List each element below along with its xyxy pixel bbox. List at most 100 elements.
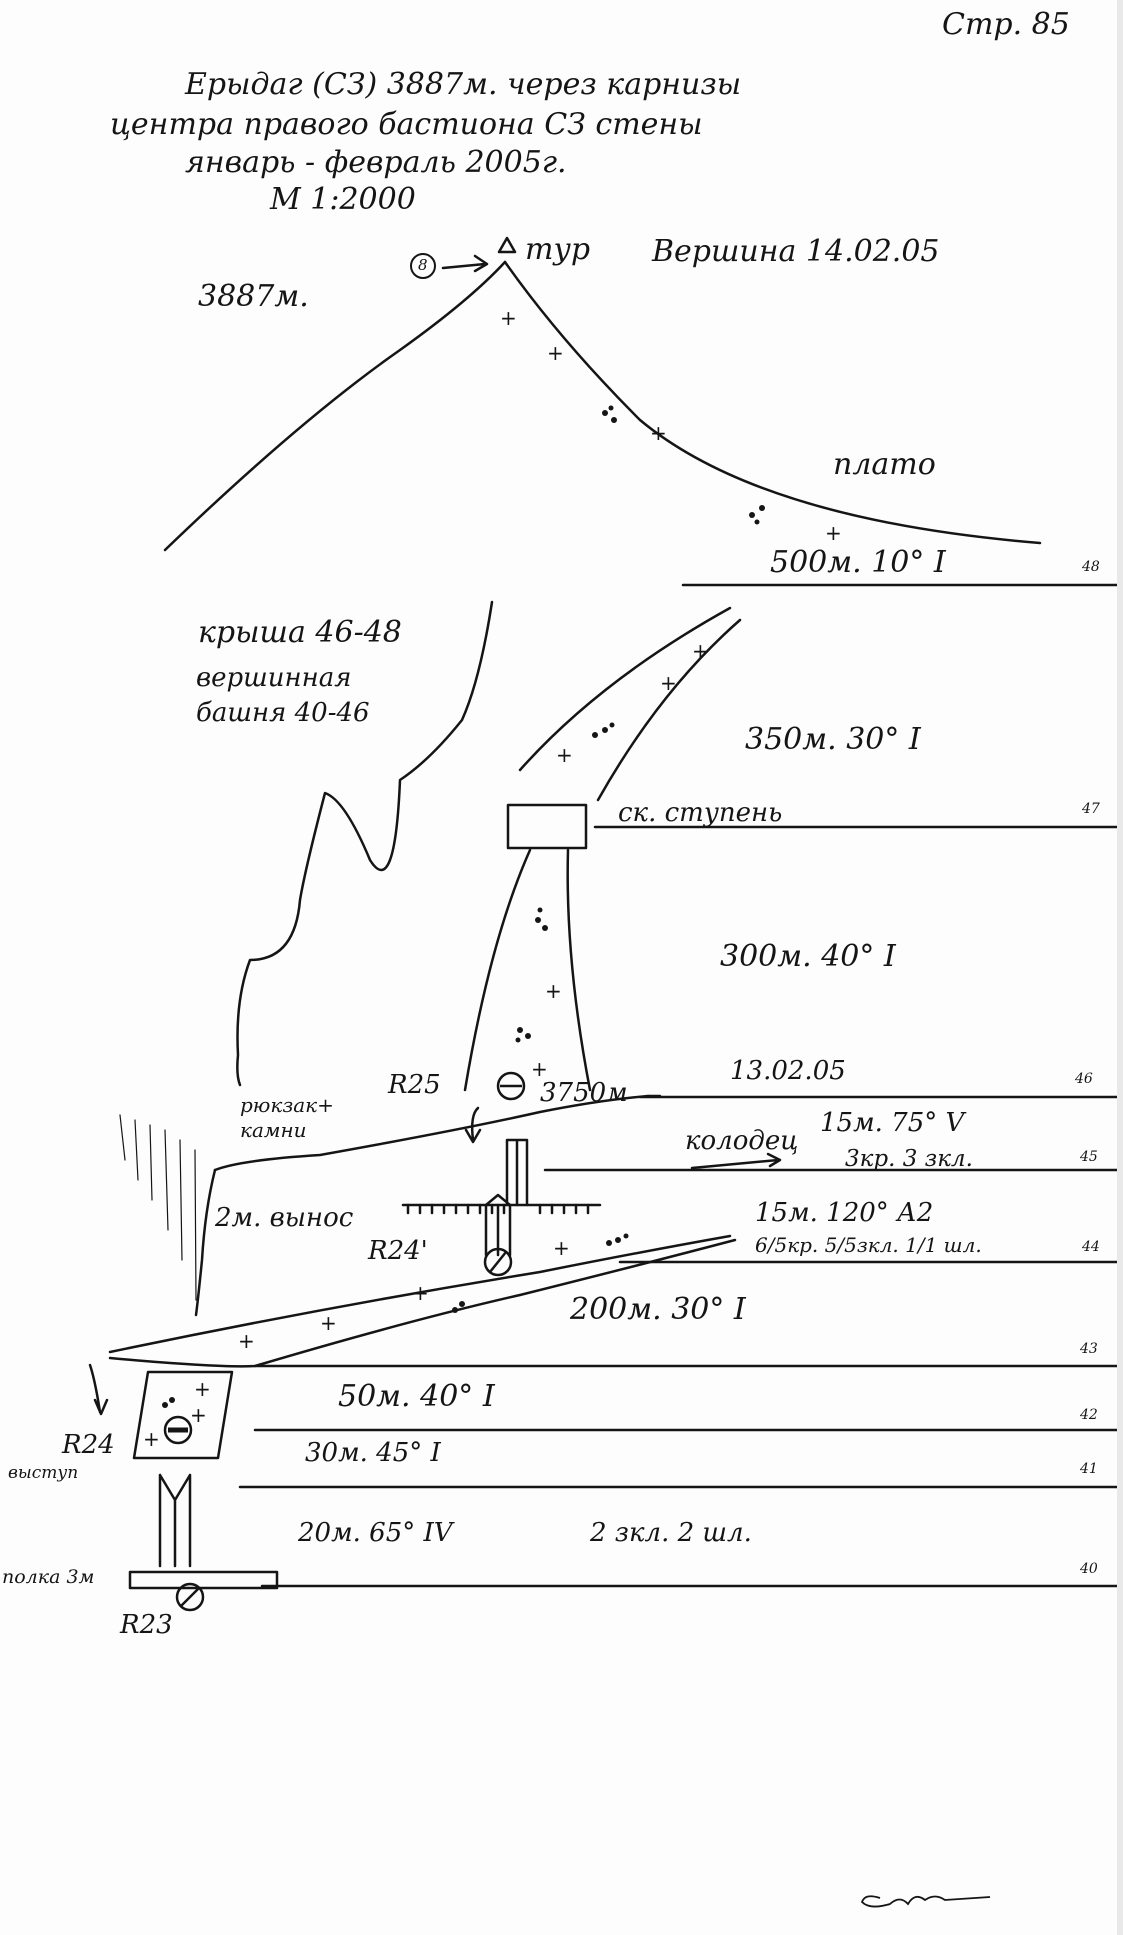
alt-3750: 3750м <box>540 1078 628 1108</box>
r23-label: R23 <box>120 1610 173 1640</box>
descent-arrow-upper <box>464 1106 482 1144</box>
roof-label: крыша 46-48 <box>198 615 402 650</box>
section-46-text: 300м. 40° I <box>720 939 896 974</box>
traverse-top <box>108 1234 732 1354</box>
rock-step-box <box>506 803 588 850</box>
section-45-text: 15м. 75° V <box>820 1108 965 1138</box>
mark-plus: + <box>556 743 573 767</box>
mark-plus: + <box>531 1057 548 1081</box>
mark-plus: + <box>553 1236 570 1260</box>
summit-marker-ring <box>410 253 436 279</box>
section-43-num: 43 <box>1080 1341 1098 1357</box>
mark-plus: + <box>412 1281 429 1305</box>
tower-label-1: вершинная <box>196 663 352 693</box>
section-40-text: 20м. 65° IV <box>298 1518 453 1548</box>
section-41-num: 41 <box>1080 1461 1098 1477</box>
mark-stone <box>602 410 608 416</box>
section-44-text: 15м. 120° А2 <box>755 1198 934 1228</box>
mark-plus: + <box>194 1377 211 1401</box>
section-43-text: 200м. 30° I <box>570 1292 746 1327</box>
summit-arrow <box>441 254 489 273</box>
summit-marker: 8 <box>418 256 428 274</box>
descent-arrow-left <box>88 1363 109 1416</box>
title-line2: центра правого бастиона СЗ стены <box>110 107 703 142</box>
mark-plus: + <box>547 341 564 365</box>
section-40-num: 40 <box>1080 1561 1098 1577</box>
left-wall-hatch <box>119 1114 197 1301</box>
couloir-upper-left <box>518 606 732 772</box>
section-44-sub: 6/5кр. 5/5зкл. 1/1 шл. <box>755 1233 982 1257</box>
section-44-num: 44 <box>1082 1239 1100 1255</box>
cairn-label: тур <box>525 232 591 267</box>
chimney-arrow <box>690 1152 782 1170</box>
ledge-box <box>132 1370 234 1460</box>
chimney-symbol <box>505 1138 529 1207</box>
mark-plus: + <box>825 521 842 545</box>
mark-stone <box>749 512 755 518</box>
couloir-mid-right <box>566 848 592 1092</box>
station-r24 <box>163 1415 193 1445</box>
section-42-num: 42 <box>1080 1407 1098 1423</box>
title-line1: Ерыдаг (СЗ) 3887м. через карнизы <box>185 67 742 102</box>
shelf-label: полка 3м <box>2 1566 95 1588</box>
title-line3: январь - февраль 2005г. <box>185 145 567 180</box>
section-47-text: 350м. 30° I <box>745 722 921 757</box>
mark-plus: + <box>500 306 517 330</box>
overhang-chimney <box>484 1193 512 1257</box>
section-46-num: 46 <box>1075 1071 1093 1087</box>
mark-stone <box>535 917 541 923</box>
mark-plus: + <box>545 979 562 1003</box>
summit-ridge-left <box>163 260 507 552</box>
summit-date: Вершина 14.02.05 <box>652 234 940 269</box>
pack-label-1: рюкзак+ <box>240 1093 334 1117</box>
overhang-label: 2м. вынос <box>215 1203 354 1233</box>
r24-label: R24 <box>62 1430 115 1460</box>
section-41-text: 30м. 45° I <box>305 1438 441 1468</box>
plateau-label: плато <box>833 447 936 482</box>
left-wall <box>194 1168 217 1317</box>
mark-stone <box>592 732 598 738</box>
station-r24p <box>483 1247 513 1277</box>
cornice-hatch <box>406 1203 590 1215</box>
ridge-3750 <box>213 1094 650 1172</box>
mark-stone <box>517 1027 523 1033</box>
page-edge <box>1117 0 1123 1935</box>
lower-chimney <box>158 1473 192 1568</box>
mark-stone <box>452 1307 458 1313</box>
mark-plus: + <box>143 1427 160 1451</box>
summit-ridge-right <box>503 260 1042 545</box>
section-40-sub: 2 зкл. 2 шл. <box>590 1518 752 1548</box>
r24p-label: R24' <box>368 1236 428 1266</box>
mark-stone <box>162 1402 168 1408</box>
chimney-label: колодец <box>685 1126 799 1156</box>
tower-outline <box>236 600 494 1087</box>
title-scale: М 1:2000 <box>270 182 416 217</box>
mark-plus: + <box>320 1311 337 1335</box>
date-13-02: 13.02.05 <box>730 1056 846 1086</box>
tower-label-2: башня 40-46 <box>196 698 370 728</box>
mark-plus: + <box>660 671 677 695</box>
ledge-label: выступ <box>8 1463 79 1483</box>
section-48-text: 500м. 10° I <box>770 545 946 580</box>
station-r25 <box>496 1071 526 1101</box>
couloir-upper-right <box>596 618 742 802</box>
mark-plus: + <box>650 421 667 445</box>
section-47-num: 47 <box>1082 801 1100 817</box>
traverse-bottom <box>108 1238 737 1368</box>
pack-label-2: камни <box>240 1118 307 1142</box>
shelf-box <box>128 1570 279 1590</box>
page-number: Стр. 85 <box>942 7 1070 42</box>
section-45-sub: 3кр. 3 зкл. <box>845 1146 973 1172</box>
section-42-text: 50м. 40° I <box>338 1379 495 1414</box>
couloir-mid-left <box>463 848 532 1092</box>
cairn-triangle <box>497 236 517 254</box>
mark-plus: + <box>190 1403 207 1427</box>
r25-label: R25 <box>388 1070 441 1100</box>
mark-plus: + <box>692 639 709 663</box>
section-45-num: 45 <box>1080 1149 1098 1165</box>
rock-step-label: ск. ступень <box>618 798 783 828</box>
signature-mark <box>860 1895 991 1908</box>
section-48-num: 48 <box>1082 559 1100 575</box>
summit-altitude: 3887м. <box>198 279 309 314</box>
